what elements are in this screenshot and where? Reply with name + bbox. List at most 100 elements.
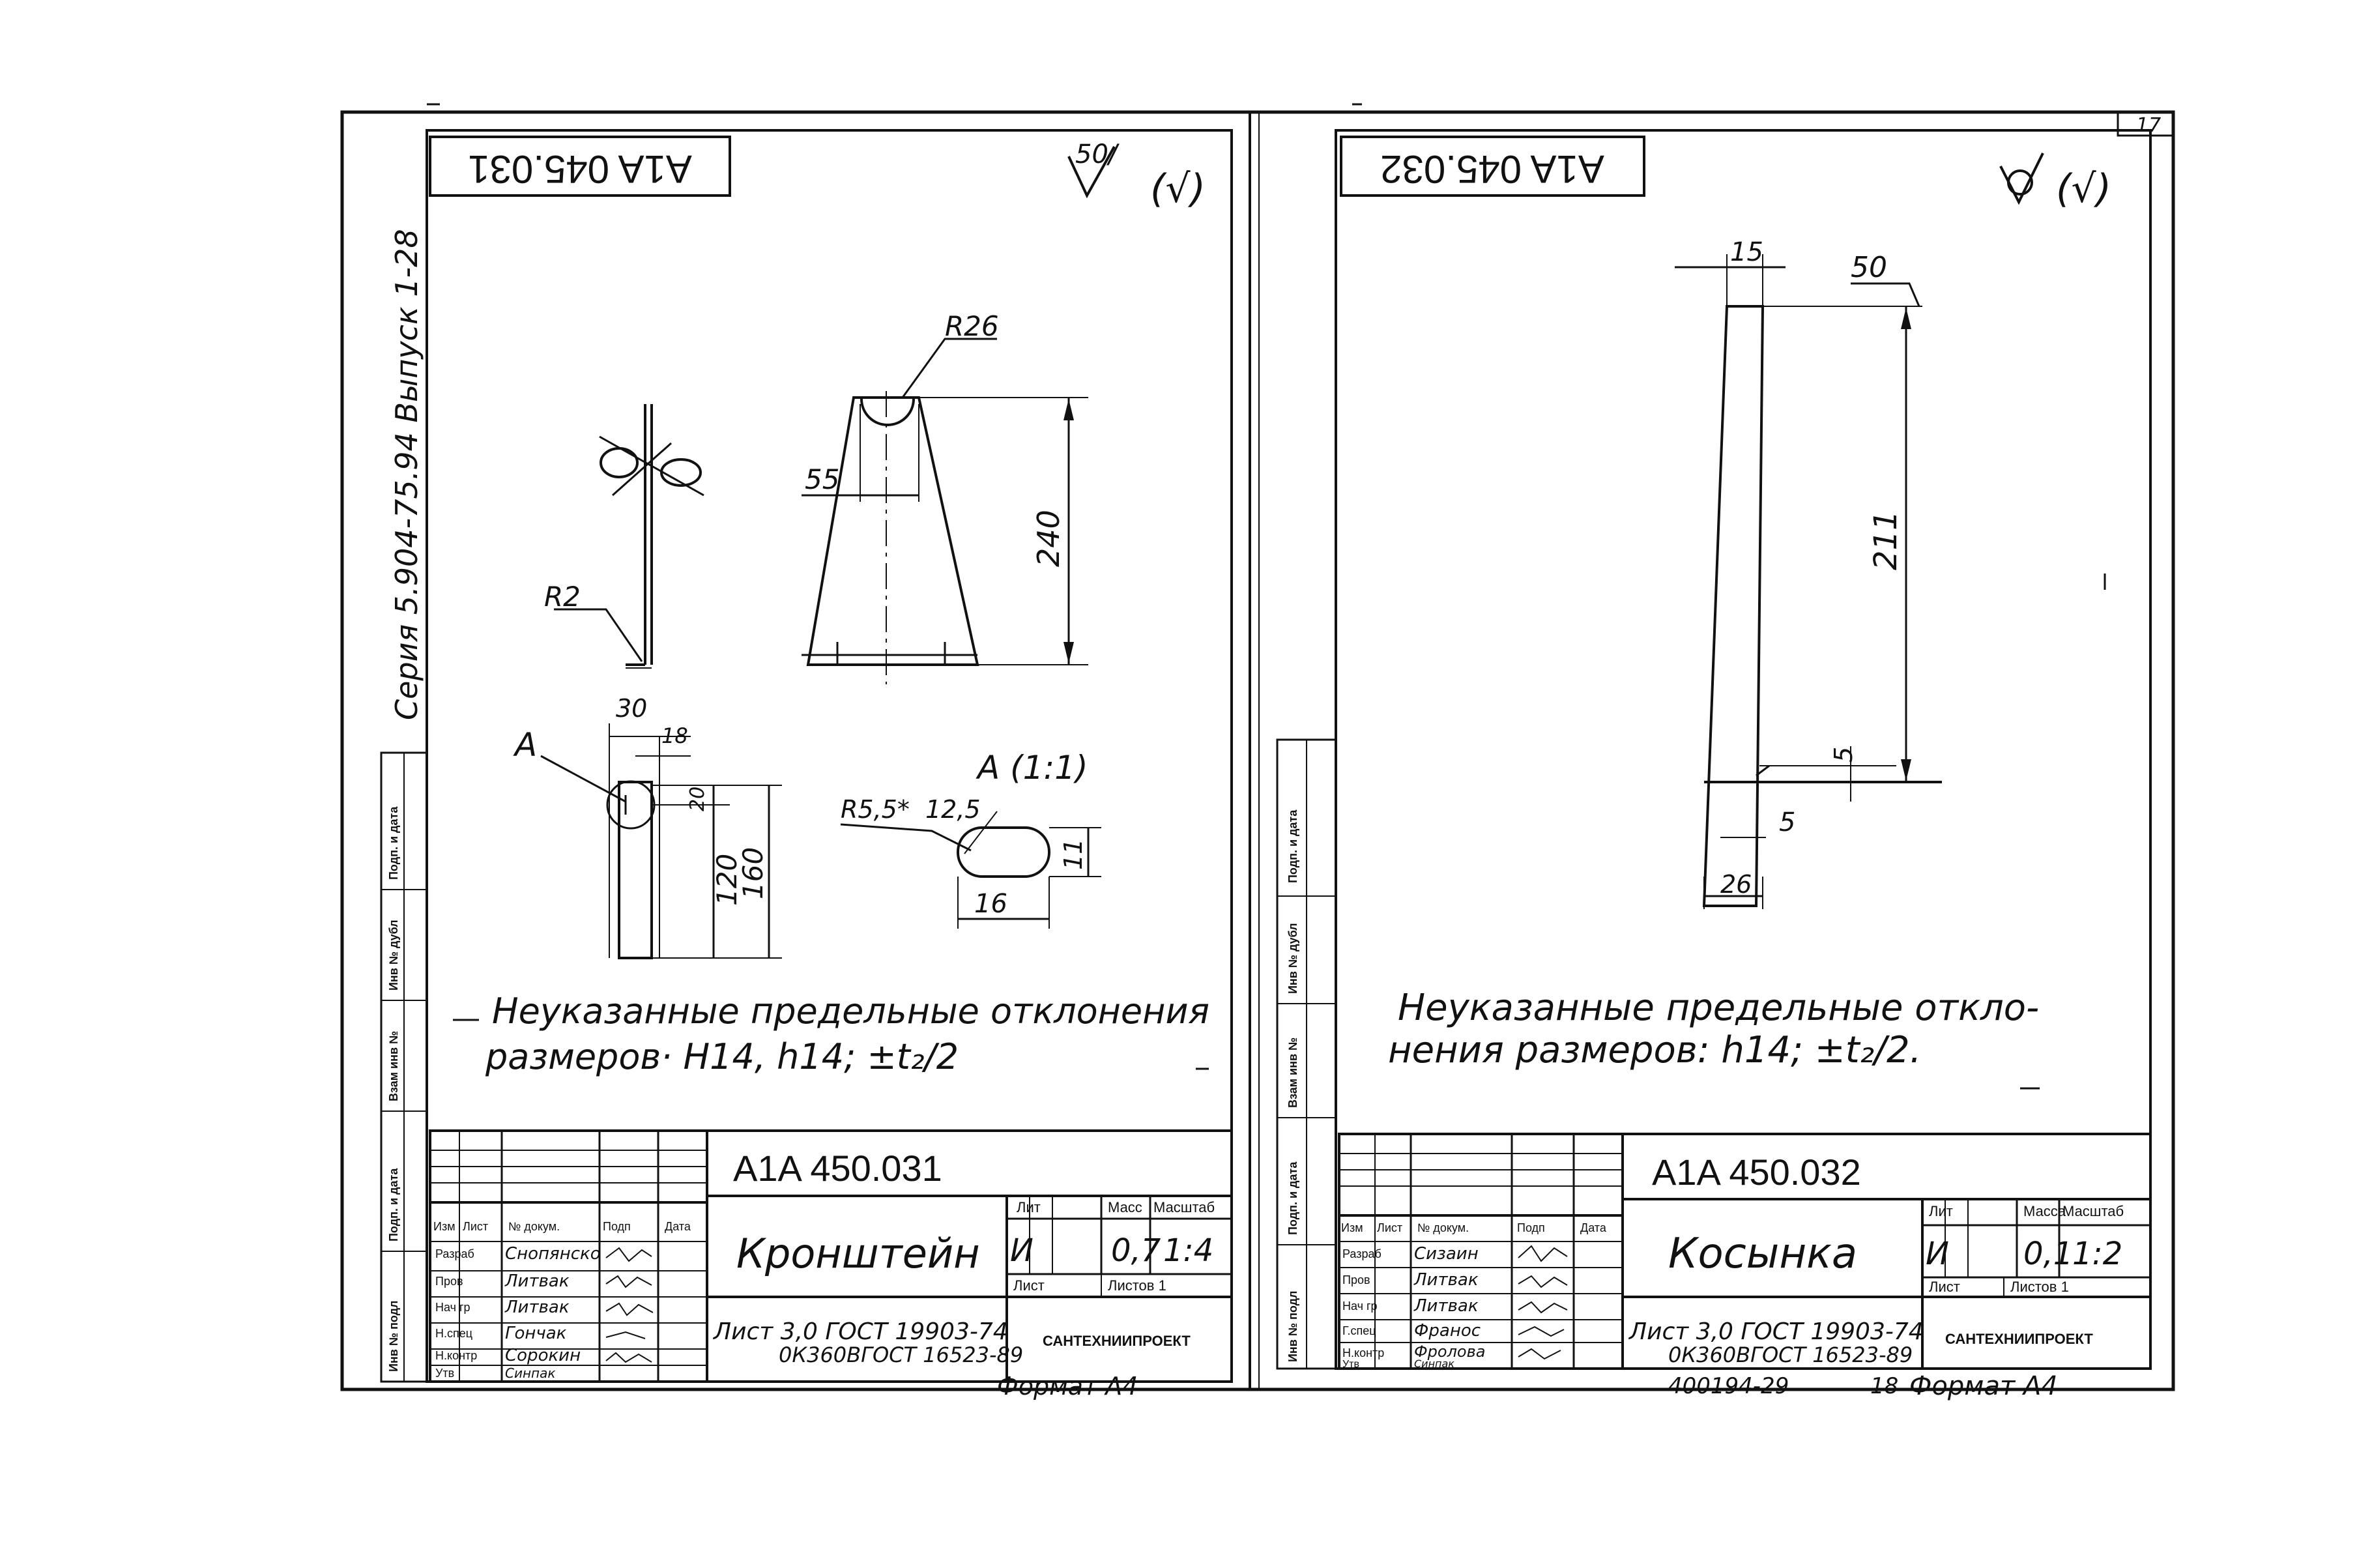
left-side-columns <box>380 751 428 1383</box>
left-signature-scribbles <box>605 1247 654 1363</box>
right-name-5: Синпак <box>1414 1357 1454 1370</box>
dim-50: 50 <box>1851 251 1887 284</box>
dim-240: 240 <box>1031 510 1066 567</box>
right-mass-label: Масса <box>2023 1203 2066 1219</box>
left-note-line1: Неуказанные предельные отклонения <box>492 991 1209 1032</box>
right-role-4: Н.контр <box>1342 1346 1384 1359</box>
right-name-4: Фролова <box>1414 1343 1485 1361</box>
dim-16: 16 <box>974 889 1007 919</box>
left-roughness-paren: (√) <box>1150 166 1206 212</box>
gusset-view <box>1675 254 1942 909</box>
left-role-5: Утв <box>435 1367 454 1380</box>
left-sig-h-list: Лист <box>463 1220 488 1233</box>
left-sig-h-doc: № докум. <box>508 1220 560 1233</box>
right-roughness-paren: (√) <box>2056 166 2111 212</box>
dim-26: 26 <box>1720 870 1752 899</box>
left-material-line1: Лист 3,0 ГОСТ 19903-74 <box>712 1318 1008 1345</box>
right-material-line2: 0К360ВГОСТ 16523-89 <box>1668 1343 1913 1367</box>
right-sig-h-list: Лист <box>1377 1221 1402 1234</box>
left-sig-h-sign: Подп <box>603 1220 631 1233</box>
left-lit-value: И <box>1010 1232 1034 1269</box>
left-title-code: A1A 450.031 <box>733 1148 942 1189</box>
right-scale-label: Масштаб <box>2062 1203 2124 1219</box>
right-col-3: Подп. и дата <box>1286 1161 1299 1235</box>
view-a-label: A (1:1) <box>976 749 1088 787</box>
left-col-1: Инв № дубл <box>387 920 400 991</box>
right-format: Формат А4 <box>1909 1371 2058 1401</box>
right-name-0: Сизаин <box>1414 1244 1479 1264</box>
right-role-0: Разраб <box>1342 1247 1381 1260</box>
right-signature-scribbles <box>1518 1245 1568 1360</box>
right-role-5: Утв <box>1342 1359 1359 1370</box>
dim-120: 120 <box>711 854 743 906</box>
dim-211: 211 <box>1868 510 1904 570</box>
bent-strip-view <box>554 404 704 669</box>
right-sheet-label: Лист <box>1929 1279 1960 1295</box>
right-role-1: Пров <box>1342 1273 1370 1286</box>
right-sig-h-doc: № докум. <box>1417 1221 1469 1234</box>
dim-15: 15 <box>1730 237 1763 267</box>
left-name-1: Литвак <box>504 1271 570 1291</box>
scan-marks <box>427 103 2106 1090</box>
left-name-2: Литвак <box>504 1298 570 1317</box>
left-format: Формат А4 <box>997 1372 1138 1401</box>
left-role-0: Разраб <box>435 1247 474 1260</box>
dim-5b: 5 <box>1779 807 1795 837</box>
left-role-3: Н.спец <box>435 1327 472 1340</box>
dim-r2: R2 <box>544 581 581 613</box>
left-name-4: Сорокин <box>505 1346 581 1365</box>
left-lit-label: Лит <box>1017 1199 1041 1215</box>
left-role-1: Пров <box>435 1275 463 1288</box>
outer-frame <box>340 110 2175 1391</box>
right-sheet: A1A 045.032 (√) 15 50 21 <box>1335 129 2152 1401</box>
dim-r125: 12,5 <box>925 795 981 824</box>
right-material-line1: Лист 3,0 ГОСТ 19903-74 <box>1628 1318 1924 1345</box>
right-col-4: Инв № подл <box>1286 1291 1299 1362</box>
right-name-3: Франос <box>1414 1321 1481 1341</box>
left-sheet: A1A 045.031 50/ (√) R2 <box>426 129 1233 1401</box>
right-role-3: Г.спец <box>1342 1324 1376 1337</box>
right-col-1: Инв № дубл <box>1286 923 1299 994</box>
page-number: 17 <box>2136 114 2161 137</box>
left-scale-label: Масштаб <box>1153 1199 1215 1215</box>
left-title-name: Кронштейн <box>736 1230 980 1277</box>
dim-18: 18 <box>661 723 688 748</box>
right-lit-value: И <box>1926 1236 1949 1272</box>
right-note-line2: нения размеров: h14; ±t₂/2. <box>1388 1029 1921 1071</box>
right-title-code: A1A 450.032 <box>1652 1152 1861 1193</box>
slot-detail-view <box>840 811 1101 929</box>
right-col-2: Взам инв № <box>1286 1038 1299 1108</box>
left-sig-h-date: Дата <box>665 1220 691 1233</box>
right-name-1: Литвак <box>1413 1270 1479 1290</box>
trapezoid-view <box>802 338 1088 684</box>
right-roughness-icon <box>1999 152 2044 205</box>
right-sig-h-izm: Изм <box>1341 1221 1363 1234</box>
left-name-0: Снопянско <box>505 1244 601 1264</box>
right-footer-code: 400194-29 <box>1668 1373 1789 1399</box>
right-lit-label: Лит <box>1929 1203 1953 1219</box>
right-footer-num: 18 <box>1870 1373 1898 1399</box>
right-sheets-label: Листов 1 <box>2010 1279 2069 1295</box>
dim-11: 11 <box>1059 839 1088 870</box>
dim-160: 160 <box>737 847 769 899</box>
left-roughness-icon <box>1067 146 1116 199</box>
dim-a-label: A <box>513 726 537 764</box>
dim-5a: 5 <box>1829 747 1858 762</box>
series-label: Серия 5.904-75.94 Выпуск 1-28 <box>389 229 424 720</box>
right-stamp-code: A1A 045.032 <box>1380 147 1604 191</box>
right-org: САНТЕХНИИПРОЕКТ <box>1945 1331 2093 1347</box>
right-note-line1: Неуказанные предельные откло- <box>1398 987 2039 1029</box>
left-scale-value: 1:4 <box>1163 1232 1213 1269</box>
right-side-columns <box>1276 738 1337 1370</box>
left-name-3: Гончак <box>505 1324 567 1343</box>
left-sheet-label: Лист <box>1013 1277 1045 1294</box>
left-org: САНТЕХНИИПРОЕКТ <box>1043 1333 1191 1349</box>
left-mass-label: Масс <box>1108 1199 1142 1215</box>
right-name-2: Литвак <box>1413 1296 1479 1316</box>
left-sig-h-izm: Изм <box>433 1220 456 1233</box>
left-col-0: Подп. и дата <box>387 806 400 880</box>
left-title-block <box>429 1129 1233 1383</box>
dim-r55: R5,5* <box>841 795 910 824</box>
left-material-line2: 0К360ВГОСТ 16523-89 <box>779 1343 1023 1367</box>
